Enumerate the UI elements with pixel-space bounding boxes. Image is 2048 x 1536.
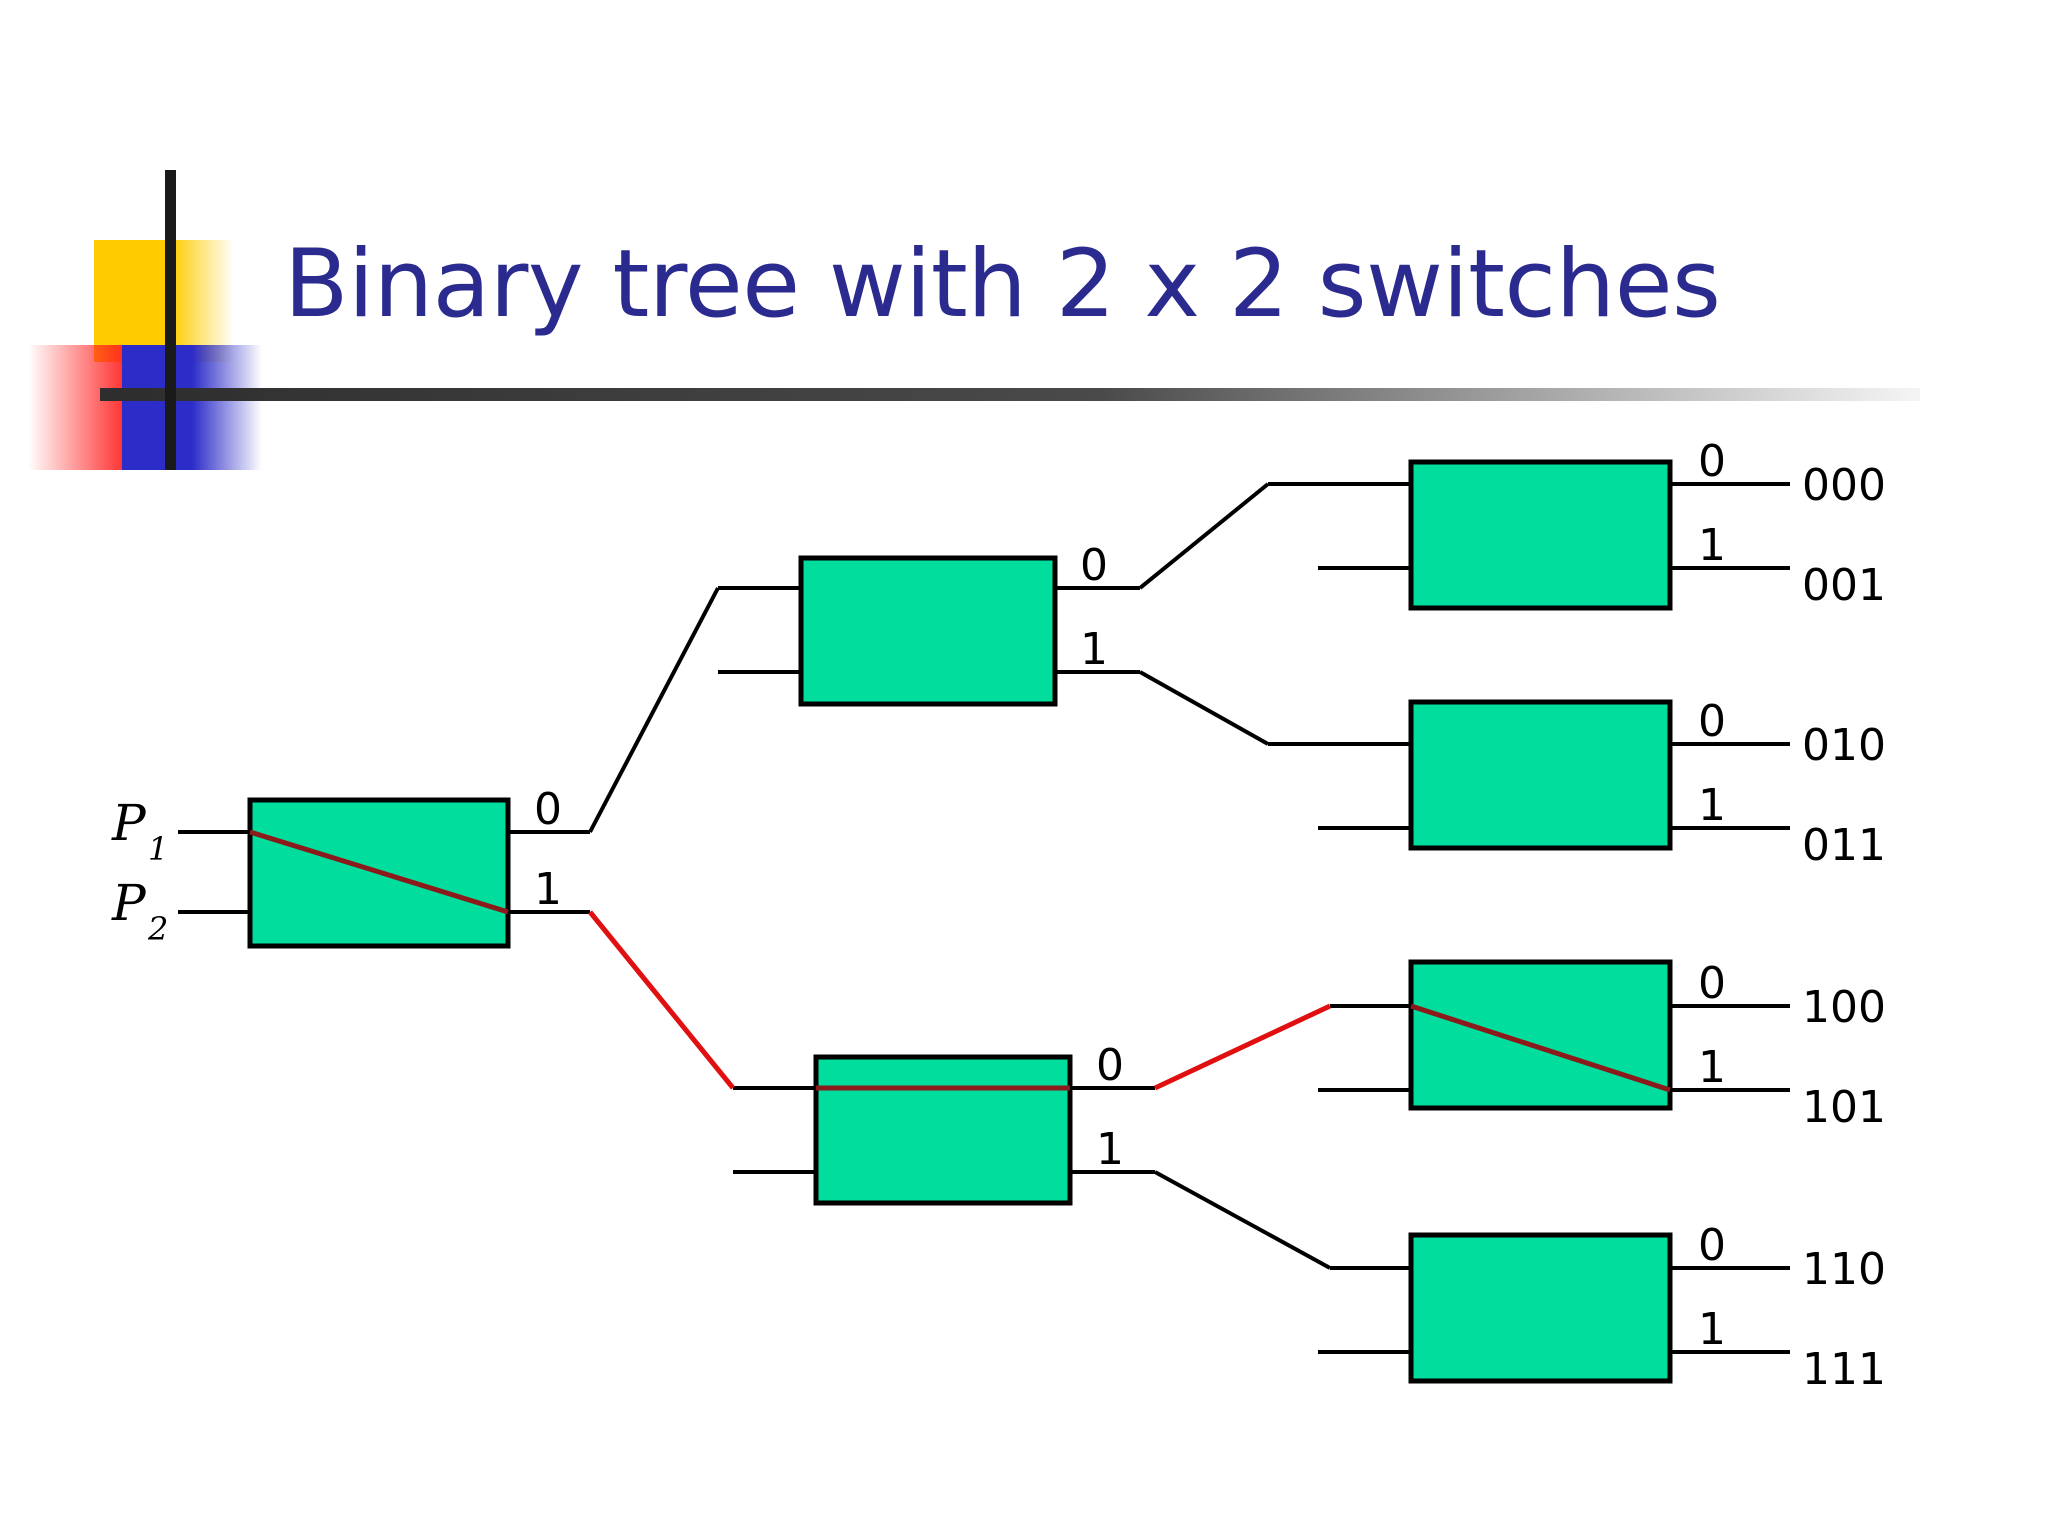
destination-000: 000 xyxy=(1802,460,1886,511)
input-label-p1-sub: 1 xyxy=(148,830,168,868)
input-port-labels: P 1 P 2 xyxy=(111,794,168,948)
switch-stage2-lower[interactable] xyxy=(813,1054,1073,1206)
destination-011: 011 xyxy=(1802,820,1886,871)
destination-110: 110 xyxy=(1802,1244,1886,1295)
wire-s2u-out0-diag xyxy=(1138,482,1270,590)
port-label-s3a-0: 0 xyxy=(1698,436,1726,487)
input-label-p2-sub: 2 xyxy=(147,910,168,948)
destination-111: 111 xyxy=(1802,1344,1886,1395)
port-label-s3d-1: 1 xyxy=(1698,1304,1726,1355)
switch-stage3-c[interactable] xyxy=(1408,959,1673,1111)
port-label-s2l-1: 1 xyxy=(1096,1124,1124,1175)
switch-stage3-b[interactable] xyxy=(1408,699,1673,851)
port-label-root-1: 1 xyxy=(534,864,562,915)
port-label-root-0: 0 xyxy=(534,784,562,835)
input-label-p1-base: P xyxy=(111,794,147,852)
port-label-s2l-0: 0 xyxy=(1096,1040,1124,1091)
destination-100: 100 xyxy=(1802,982,1886,1033)
internal-path-root-cross xyxy=(249,829,509,915)
internal-path-stage3c-cross xyxy=(1410,1003,1671,1093)
blue-swatch xyxy=(122,345,262,470)
port-label-s2u-0: 0 xyxy=(1080,540,1108,591)
switch-stage3-a[interactable] xyxy=(1408,459,1673,611)
active-route xyxy=(588,910,1332,1091)
switch-port-labels: 0 1 0 1 0 1 0 1 0 1 0 1 0 1 xyxy=(534,436,1726,1355)
destination-001: 001 xyxy=(1802,560,1886,611)
port-label-s3a-1: 1 xyxy=(1698,520,1726,571)
wires xyxy=(178,482,1790,1354)
switch-stage2-upper[interactable] xyxy=(798,555,1058,707)
port-label-s3c-0: 0 xyxy=(1698,958,1726,1009)
port-label-s3b-0: 0 xyxy=(1698,696,1726,747)
destination-101: 101 xyxy=(1802,1082,1886,1133)
destination-labels: 000 001 010 011 100 101 110 111 xyxy=(1802,460,1886,1395)
input-label-p2-base: P xyxy=(111,874,147,932)
port-label-s3d-0: 0 xyxy=(1698,1220,1726,1271)
wire-s2u-out1-diag xyxy=(1139,670,1269,746)
wire-s2l-out1-diag xyxy=(1154,1170,1331,1270)
wire-root0-diag xyxy=(588,587,720,833)
yellow-swatch xyxy=(94,240,234,362)
port-label-s2u-1: 1 xyxy=(1080,624,1108,675)
switch-stage3-d[interactable] xyxy=(1408,1232,1673,1384)
header-decoration xyxy=(28,170,262,470)
port-label-s3b-1: 1 xyxy=(1698,780,1726,831)
active-s2l-out0-diag xyxy=(1153,1003,1332,1091)
active-root1-diag xyxy=(588,910,735,1090)
destination-010: 010 xyxy=(1802,720,1886,771)
port-label-s3c-1: 1 xyxy=(1698,1042,1726,1093)
page-title: Binary tree with 2 x 2 switches xyxy=(284,230,1721,339)
switch-internal-paths xyxy=(249,829,1671,1093)
switch-boxes xyxy=(247,459,1673,1384)
